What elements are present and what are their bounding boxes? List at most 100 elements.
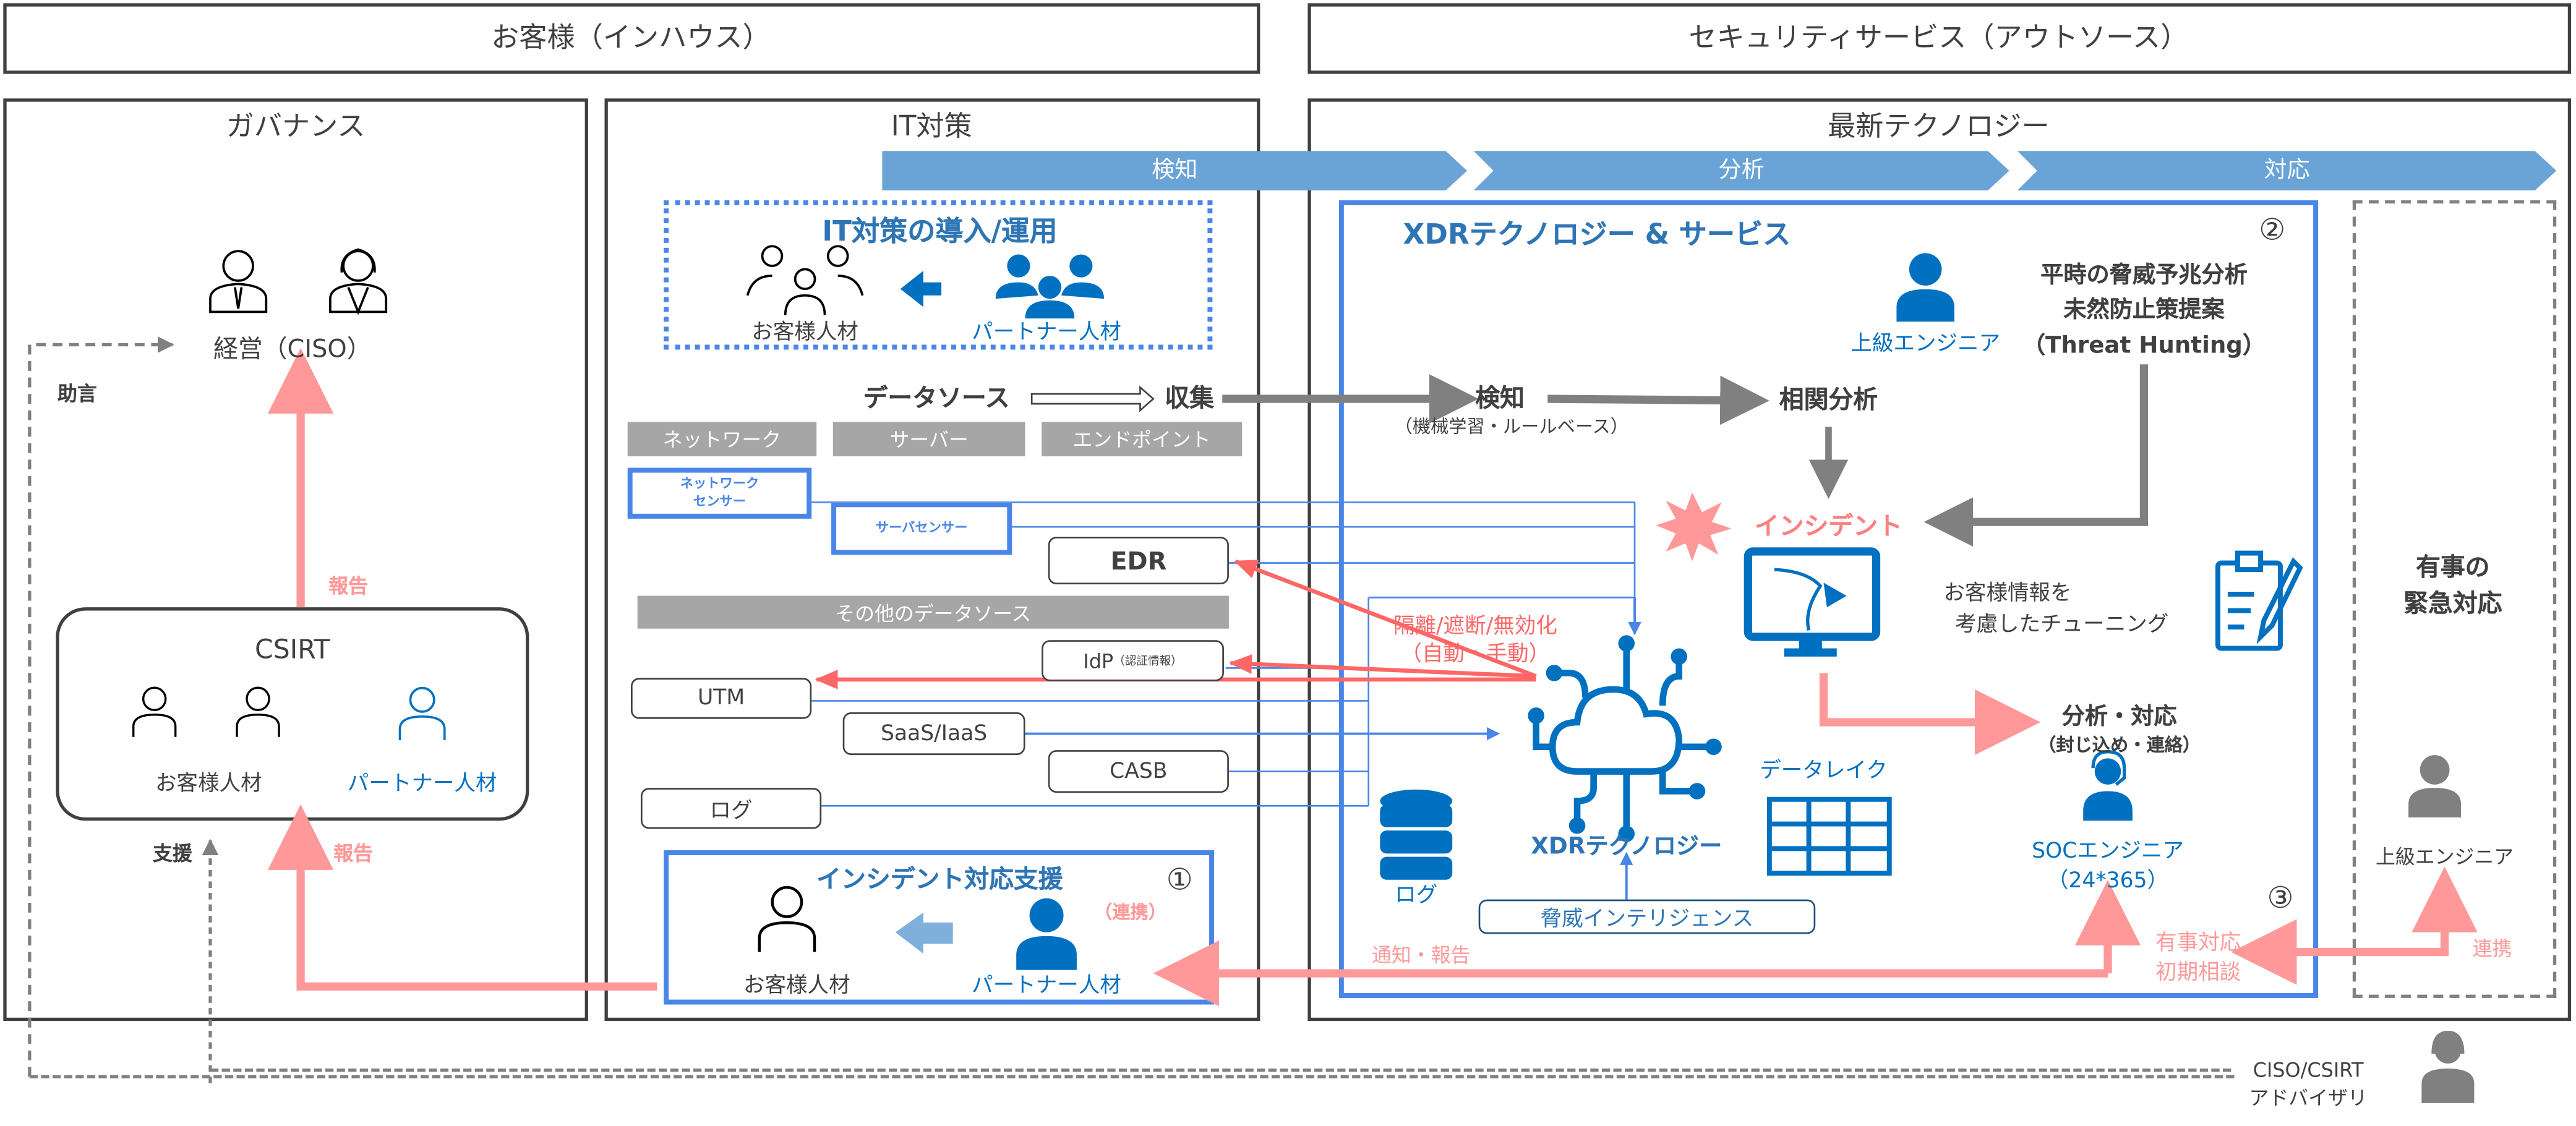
it-intro-title: IT対策の導入/運用 [822, 216, 1058, 249]
emergency-consult-line2: 初期相談 [2155, 961, 2241, 986]
tech-title: 最新テクノロジー [1828, 111, 2050, 144]
emergency-title-line1: 有事の [2416, 552, 2490, 582]
it-intro-partner: パートナー人材 [972, 320, 1121, 346]
other-datasource-tag: その他のデータソース [637, 595, 1229, 629]
cooperation-label: （連携） [1094, 902, 1166, 924]
advisor-icon [2421, 1031, 2475, 1103]
incident-support-number: ① [1166, 863, 1193, 898]
correlation-label: 相関分析 [1779, 385, 1878, 415]
hunting-line1: 平時の脅威予兆分析 [2040, 262, 2248, 289]
advisory-line1: CISO/CSIRT [2253, 1059, 2364, 1082]
threat-intel-box: 脅威インテリジェンス [1478, 899, 1816, 934]
server-sensor-box: サーバセンサー [831, 502, 1012, 555]
datalake-grid-icon [1766, 796, 1892, 876]
management-label: 経営（CISO） [213, 334, 372, 364]
isolate-line1: 隔離/遮断/無効化 [1393, 615, 1557, 639]
log-box: ログ [640, 788, 822, 829]
phase-response: 対応 [2264, 157, 2310, 184]
detect-label: 検知 [1475, 383, 1525, 413]
csirt-title: CSIRT [255, 633, 330, 665]
network-sensor-line1: ネットワーク [680, 476, 760, 491]
hunting-to-incident-arrow [1923, 364, 2149, 547]
hunting-line3: （Threat Hunting） [2022, 333, 2266, 360]
category-network: ネットワーク [627, 422, 817, 456]
emergency-cooperation-label: 連携 [2472, 937, 2512, 960]
phase-analysis-chevron [1473, 151, 2009, 190]
report-label-bottom: 報告 [333, 842, 374, 865]
it-intro-box [664, 200, 1213, 350]
idp-box: IdP（認証情報） [1042, 640, 1224, 681]
incident-support-box [664, 850, 1215, 1005]
log-database-icon [1380, 789, 1453, 880]
isolate-line2: （自動・手動） [1400, 642, 1551, 668]
phase-detect-chevron [882, 151, 1468, 190]
csirt-partner-icon [398, 686, 446, 741]
support-customer-icon [760, 887, 815, 952]
csirt-customer-label: お客様人材 [155, 772, 262, 797]
datalake-label: データレイク [1760, 759, 1888, 784]
advice-label: 助言 [57, 382, 97, 406]
advisory-line2: アドバイザリ [2249, 1086, 2368, 1110]
incident-label: インシデント [1754, 511, 1903, 541]
datasource-label: データソース [863, 383, 1010, 413]
inhouse-header-label: お客様（インハウス） [491, 22, 771, 55]
xdr-service-box [1338, 200, 2319, 998]
log-label: ログ [1395, 884, 1438, 909]
collect-label: 収集 [1165, 383, 1215, 413]
it-intro-customer: お客様人材 [751, 320, 858, 346]
csirt-customer-female-icon [132, 686, 177, 737]
xdr-number-2: ② [2259, 213, 2286, 248]
xdr-tech-label: XDRテクノロジー [1531, 834, 1722, 860]
outsource-header-label: セキュリティサービス（アウトソース） [1688, 22, 2189, 55]
inhouse-header [3, 3, 1260, 74]
phase-detect: 検知 [1152, 157, 1198, 184]
outsource-header [1307, 3, 2572, 74]
support-partner-icon [1016, 898, 1077, 970]
governance-title: ガバナンス [226, 111, 366, 144]
tech-section [1307, 98, 2572, 1022]
idp-label: IdP [1083, 649, 1114, 673]
isolate-edr-arrow [1234, 559, 1537, 678]
csirt-customer-male-icon [236, 686, 280, 737]
collect-hollow-arrow [1030, 385, 1155, 412]
incident-support-title: インシデント対応支援 [816, 864, 1063, 894]
it-title: IT対策 [891, 111, 972, 144]
response-line2: （封じ込め・連絡） [2038, 734, 2201, 756]
report-label-top: 報告 [328, 574, 369, 598]
customer-group-icon [746, 245, 864, 315]
soc-hours: （24*365） [2047, 869, 2169, 894]
response-line1: 分析・対応 [2061, 704, 2177, 731]
idp-note: （認証情報） [1113, 654, 1183, 668]
tuning-line2: 考慮したチューニング [1954, 613, 2169, 638]
notify-label: 通知・報告 [1371, 944, 1471, 967]
casb-box: CASB [1048, 750, 1229, 793]
transfer-arrow-icon [900, 270, 942, 307]
support-customer-label: お客様人材 [743, 974, 850, 999]
isolate-idp-arrow [1228, 654, 1536, 678]
phase-response-chevron [2017, 151, 2557, 190]
xdr-cloud-icon [1533, 648, 1709, 829]
xdr-cloud-nodes [1528, 635, 1722, 842]
xdr-number-3: ③ [2267, 881, 2294, 916]
detect-note: （機械学習・ルールベース） [1394, 416, 1628, 438]
advice-dashed-arrow [28, 336, 174, 1077]
saas-iaas-box: SaaS/IaaS [842, 712, 1025, 756]
governance-section [3, 98, 588, 1022]
hunting-line2: 未然防止策提案 [2063, 297, 2225, 323]
category-server: サーバー [832, 422, 1025, 456]
detect-to-correlation-arrow [1547, 375, 1769, 425]
emergency-box [2352, 200, 2557, 998]
network-sensor-line2: センサー [693, 493, 746, 508]
support-label: 支援 [153, 842, 192, 865]
network-sensor-box: ネットワークセンサー [627, 467, 812, 519]
csirt-partner-label: パートナー人材 [347, 772, 497, 797]
senior-engineer-icon [1896, 253, 1954, 322]
support-partner-label: パートナー人材 [972, 974, 1121, 999]
support-transfer-arrow-icon [895, 912, 953, 954]
phase-analysis: 分析 [1718, 157, 1765, 184]
soc-engineer-icon [2083, 750, 2133, 821]
emergency-title-line2: 緊急対応 [2403, 588, 2502, 618]
emergency-senior-label: 上級エンジニア [2375, 845, 2514, 869]
